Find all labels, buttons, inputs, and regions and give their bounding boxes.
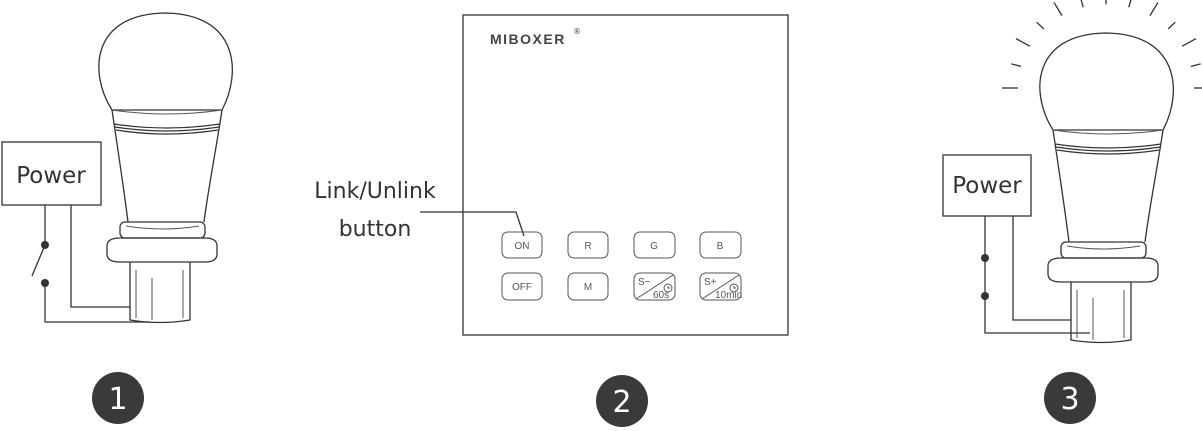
step1-wires <box>44 205 150 323</box>
svg-text:OFF: OFF <box>512 282 532 293</box>
remote-panel <box>462 14 789 336</box>
step2-badge <box>596 375 648 427</box>
step1-bulb <box>98 12 234 324</box>
on-button[interactable]: ON <box>501 231 543 259</box>
callout: Link/Unlink button <box>314 179 525 242</box>
light-rays-icon <box>1002 0 1202 89</box>
step3-badge <box>1044 372 1096 424</box>
b-button[interactable]: B <box>699 231 742 259</box>
svg-text:M: M <box>584 282 592 293</box>
light-ray <box>1036 21 1045 30</box>
step3-wires <box>984 216 1090 334</box>
callout-line2: button <box>339 217 412 242</box>
light-ray <box>1181 38 1197 47</box>
speed-minus-button[interactable]: S− 60s <box>633 272 676 301</box>
clock-icon <box>663 283 673 293</box>
svg-text:G: G <box>650 241 658 252</box>
light-ray <box>1190 63 1201 67</box>
step3-number: 3 <box>1060 382 1079 417</box>
svg-text:10min: 10min <box>715 290 742 301</box>
light-ray <box>1167 21 1176 30</box>
step2-number: 2 <box>612 385 631 420</box>
step3-bulb-lit <box>1039 32 1175 344</box>
light-ray <box>1149 2 1159 16</box>
g-button[interactable]: G <box>633 231 676 259</box>
svg-text:B: B <box>717 241 724 252</box>
svg-text:S+: S+ <box>704 277 717 288</box>
step1-power-box <box>1 141 102 206</box>
light-ray <box>1053 2 1063 16</box>
callout-line1: Link/Unlink <box>314 179 436 204</box>
svg-text:S−: S− <box>638 277 651 288</box>
step3-power-label: Power <box>952 173 1022 199</box>
svg-text:60s: 60s <box>653 290 669 301</box>
light-ray <box>1011 63 1022 67</box>
light-ray <box>1128 0 1132 8</box>
light-ray <box>1080 0 1084 8</box>
step1-power-label: Power <box>16 163 86 189</box>
registered-mark: ® <box>573 27 581 36</box>
clock-icon <box>729 283 739 293</box>
svg-text:ON: ON <box>515 241 530 252</box>
m-button[interactable]: M <box>567 272 609 301</box>
step3-power-box <box>942 154 1032 217</box>
r-button[interactable]: R <box>567 231 609 259</box>
light-ray <box>1015 38 1031 47</box>
step1-number: 1 <box>108 382 127 417</box>
brand-logo: MIBOXER <box>490 31 566 47</box>
off-button[interactable]: OFF <box>501 272 543 301</box>
step1-badge <box>92 372 144 424</box>
svg-text:R: R <box>584 241 591 252</box>
step1-open-switch <box>31 244 46 277</box>
speed-plus-button[interactable]: S+ 10min <box>699 272 742 301</box>
